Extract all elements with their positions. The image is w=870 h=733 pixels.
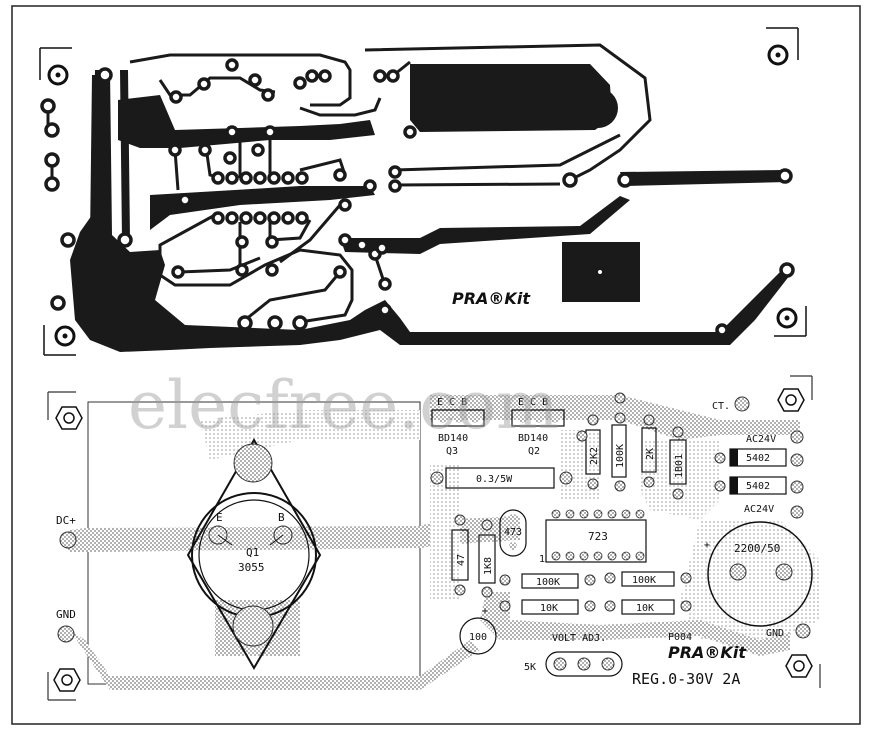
svg-text:2K2: 2K2 (589, 447, 600, 465)
resistor-100k-right: 100K (604, 571, 692, 587)
svg-text:AC24V: AC24V (746, 434, 776, 445)
svg-text:5402: 5402 (746, 481, 770, 492)
svg-text:Q2: Q2 (528, 446, 540, 457)
terminal-dc-plus: DC+ (56, 514, 77, 549)
diode-1b01: 1B01 (669, 439, 687, 485)
board-code: P004 (668, 632, 692, 643)
q1-ref-label: Q1 (246, 546, 259, 559)
svg-text:GND: GND (766, 628, 784, 639)
capacitor-473: 473 (499, 509, 527, 557)
mounting-hole (54, 325, 76, 347)
mounting-hole (767, 44, 789, 66)
resistor-2k2: 2K2 (585, 429, 601, 475)
capacitor-2200uf: 2200/50 + (704, 521, 813, 627)
svg-text:AC24V: AC24V (744, 504, 774, 515)
svg-text:VOLT ADJ.: VOLT ADJ. (552, 633, 606, 644)
mounting-hole (47, 64, 69, 86)
svg-text:10K: 10K (540, 603, 558, 614)
svg-text:E C B: E C B (437, 397, 467, 408)
mounting-nut (777, 388, 805, 412)
resistor-100k-left: 100K (499, 573, 596, 589)
svg-text:BD140: BD140 (438, 433, 468, 444)
svg-text:+: + (482, 606, 488, 617)
mounting-hole (776, 307, 798, 329)
svg-text:723: 723 (588, 530, 608, 543)
resistor-10k-left: 10K (499, 599, 596, 615)
svg-text:BD140: BD140 (518, 433, 548, 444)
q1-emitter-label: E (216, 511, 223, 524)
svg-text:100K: 100K (536, 577, 560, 588)
terminal-gnd-left: GND (56, 608, 76, 643)
svg-text:100K: 100K (632, 575, 656, 586)
mounting-nut (53, 668, 81, 692)
board-title: REG.0-30V 2A (632, 670, 740, 688)
copper-layer: PRA®Kit (39, 27, 807, 356)
svg-text:CT.: CT. (712, 401, 730, 412)
pcb-brand: PRA®Kit (452, 289, 531, 308)
terminal-ac-bottom: AC24V (744, 504, 804, 519)
transistor-q1: E B Q1 3055 (186, 437, 322, 670)
svg-text:1: 1 (539, 554, 545, 565)
svg-text:100: 100 (469, 632, 487, 643)
capacitor-100uf: 100 + (459, 606, 497, 655)
resistor-power: 0.3/5W (430, 467, 573, 489)
svg-text:47: 47 (456, 554, 467, 566)
svg-text:DC+: DC+ (56, 514, 76, 527)
q1-part-label: 3055 (238, 561, 265, 574)
terminal-ct: CT. (712, 396, 750, 412)
component-layer: E B Q1 3055 DC+ GND E C B BD140 Q3 E C B… (47, 375, 821, 701)
mounting-nut (785, 654, 813, 678)
transistor-q3: E C B BD140 Q3 (431, 397, 485, 457)
svg-text:1B01: 1B01 (674, 454, 685, 478)
halftone-traces (68, 395, 820, 690)
resistor-1k8: 1K8 (478, 519, 496, 598)
svg-text:2200/50: 2200/50 (734, 542, 780, 555)
svg-text:GND: GND (56, 608, 76, 621)
terminal-ac-top: AC24V (746, 430, 804, 445)
svg-text:473: 473 (504, 527, 522, 538)
diode-5402-top: 5402 (714, 448, 804, 467)
svg-text:E C B: E C B (518, 397, 548, 408)
svg-text:0.3/5W: 0.3/5W (476, 474, 513, 485)
q1-base-label: B (278, 511, 285, 524)
potentiometer-volt-adj: VOLT ADJ. 5K (524, 633, 623, 677)
svg-text:100K: 100K (615, 444, 626, 468)
resistor-100k-vertical: 100K (611, 424, 627, 478)
ic-723: 723 1 (539, 509, 647, 565)
svg-text:1K8: 1K8 (483, 557, 494, 575)
page-border (11, 5, 861, 725)
svg-text:Q3: Q3 (446, 446, 458, 457)
svg-text:+: + (704, 540, 710, 551)
resistor-10k-right: 10K (604, 599, 692, 615)
diode-5402-bottom: 5402 (714, 476, 804, 495)
watermark: elecfree.com (128, 367, 559, 444)
transistor-q2: E C B BD140 Q2 (511, 397, 565, 457)
terminal-gnd-right: GND (766, 623, 811, 639)
resistor-47: 47 (451, 514, 469, 596)
overlay-brand: PRA®Kit (668, 643, 747, 662)
svg-text:5K: 5K (524, 662, 536, 673)
mounting-nut (55, 406, 83, 430)
resistor-2k: 2K (641, 427, 657, 473)
svg-text:2K: 2K (645, 448, 656, 460)
svg-text:10K: 10K (636, 603, 654, 614)
svg-text:5402: 5402 (746, 453, 770, 464)
